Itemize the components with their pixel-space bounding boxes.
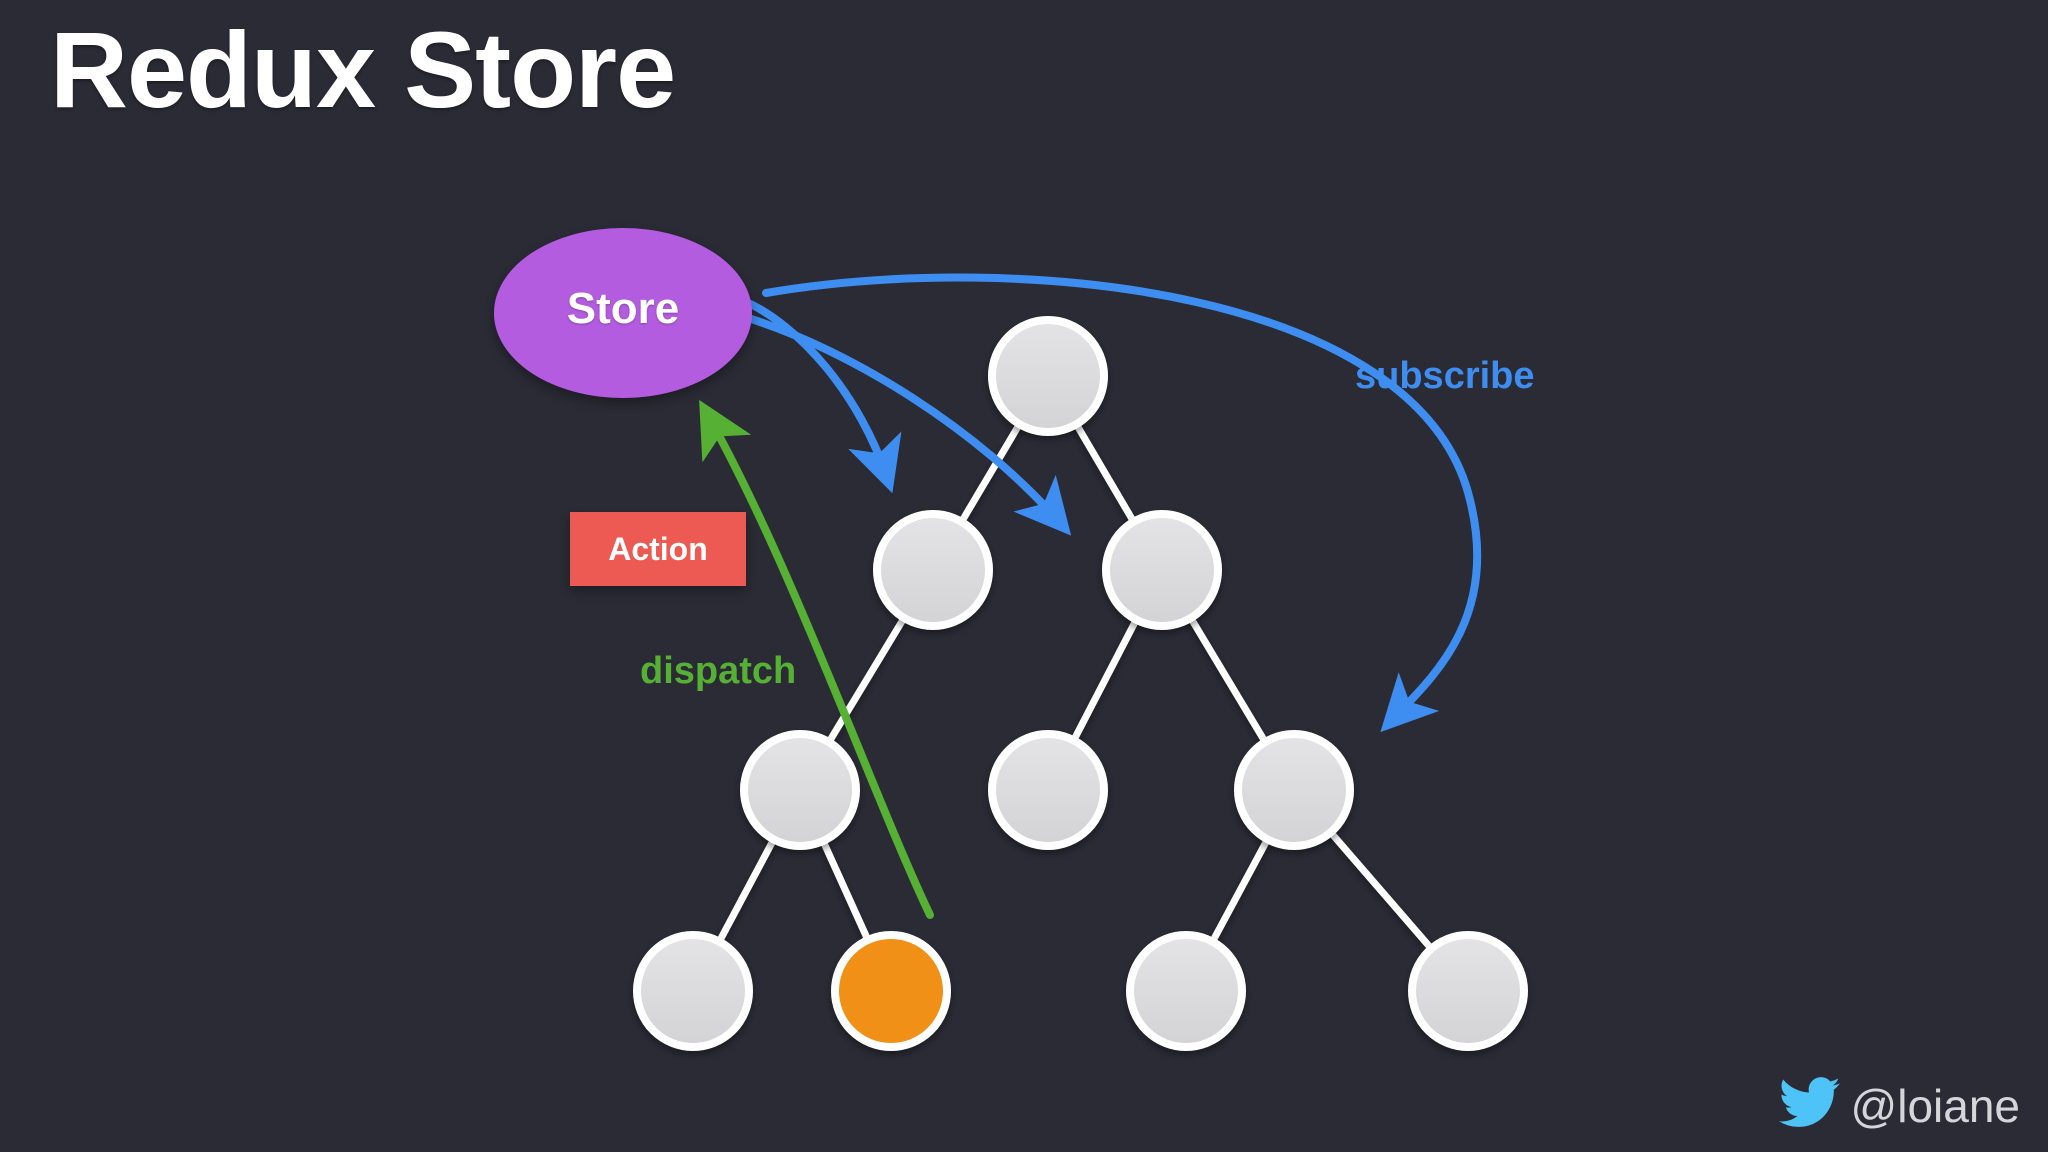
tree-node[interactable]	[1126, 931, 1246, 1051]
twitter-handle[interactable]: @loiane	[1778, 1077, 2020, 1134]
tree-node[interactable]	[988, 730, 1108, 850]
subscribe-arrow-1	[738, 296, 902, 494]
tree-nodes-group	[633, 316, 1528, 1051]
dispatch-edges-group	[699, 399, 934, 919]
tree-node[interactable]	[633, 931, 753, 1051]
store-node[interactable]	[494, 228, 752, 398]
subscribe-arrow-3	[762, 273, 1482, 733]
twitter-bird-icon	[1778, 1077, 1841, 1134]
action-node[interactable]	[570, 512, 746, 586]
dispatch-arrow	[699, 399, 934, 919]
tree-node[interactable]	[873, 510, 993, 630]
tree-node-highlighted[interactable]	[831, 931, 951, 1051]
tree-links-group	[689, 372, 1472, 995]
tree-node[interactable]	[740, 730, 860, 850]
subscribe-arrow-2	[744, 314, 1072, 536]
subscribe-edges-group	[738, 273, 1482, 733]
tree-node[interactable]	[1102, 510, 1222, 630]
tree-node[interactable]	[1408, 931, 1528, 1051]
tree-node[interactable]	[1234, 730, 1354, 850]
twitter-handle-text: @loiane	[1850, 1079, 2020, 1132]
page-title: Redux Store	[50, 9, 676, 130]
tree-node[interactable]	[988, 316, 1108, 436]
